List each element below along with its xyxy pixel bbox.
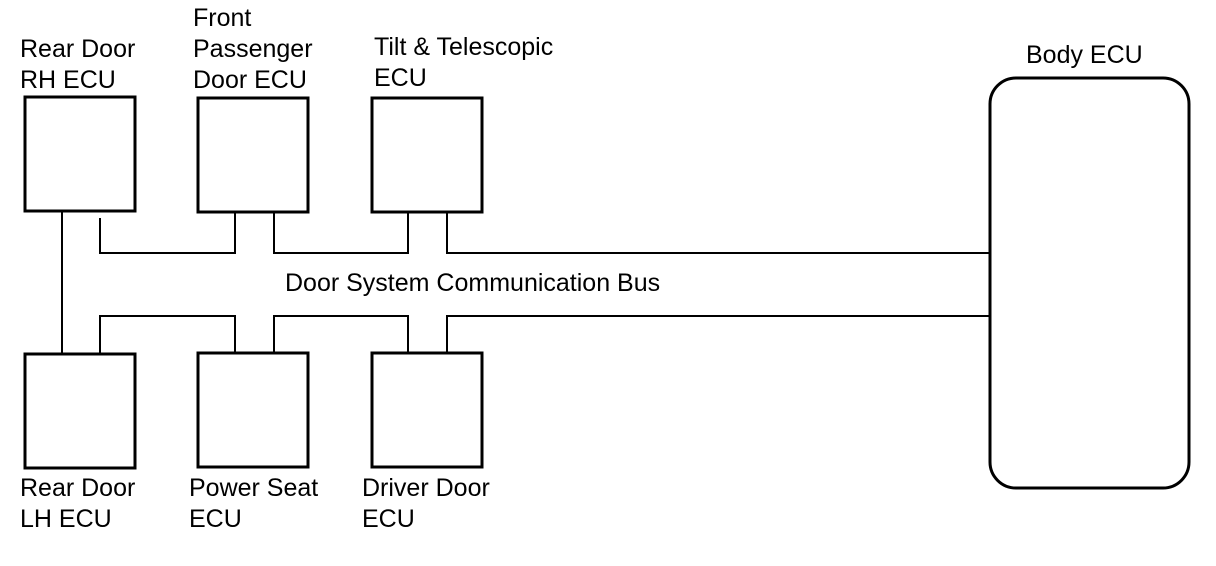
rear-door-lh-ecu-box xyxy=(23,352,137,470)
driver-door-ecu-label-line-2: ECU xyxy=(362,505,415,533)
tilt-telescopic-ecu-label: Tilt & Telescopic ECU xyxy=(374,32,553,94)
bus-upper-line xyxy=(99,212,990,254)
driver-door-ecu-label: Driver Door ECU xyxy=(362,473,490,535)
rear-door-rh-ecu-box xyxy=(23,95,137,213)
driver-door-ecu-label-line-1: Driver Door xyxy=(362,474,490,502)
rear-door-lh-ecu-label-line-1: Rear Door xyxy=(20,474,136,502)
power-seat-ecu-label-line-1: Power Seat xyxy=(189,474,319,502)
front-passenger-door-ecu-box xyxy=(196,96,310,214)
front-passenger-door-ecu-label-line-2: Passenger xyxy=(193,35,313,63)
front-passenger-door-ecu-label-line-1: Front xyxy=(193,4,252,32)
body-ecu-label: Body ECU xyxy=(1026,40,1143,71)
front-passenger-door-ecu-label: Front Passenger Door ECU xyxy=(193,3,313,96)
tilt-telescopic-ecu-label-line-1: Tilt & Telescopic xyxy=(374,33,554,61)
rear-door-rh-ecu-label-line-1: Rear Door xyxy=(20,35,136,63)
power-seat-ecu-box xyxy=(196,351,310,469)
power-seat-ecu-label-line-2: ECU xyxy=(189,505,242,533)
power-seat-ecu-label: Power Seat ECU xyxy=(189,473,318,535)
rear-door-rh-ecu-label: Rear Door RH ECU xyxy=(20,34,135,96)
tilt-telescopic-ecu-label-line-2: ECU xyxy=(374,64,427,92)
tilt-telescopic-ecu-box xyxy=(370,96,484,214)
bus-lower-line xyxy=(99,315,990,355)
rear-door-rh-ecu-label-line-2: RH ECU xyxy=(20,66,116,94)
body-ecu-label-line-1: Body ECU xyxy=(1026,41,1143,69)
rear-door-lh-ecu-label-line-2: LH ECU xyxy=(20,505,112,533)
body-ecu-box xyxy=(988,76,1191,490)
driver-door-ecu-box xyxy=(370,351,484,469)
front-passenger-door-ecu-label-line-3: Door ECU xyxy=(193,66,307,94)
bus-label: Door System Communication Bus xyxy=(285,269,661,297)
rear-door-lh-ecu-label: Rear Door LH ECU xyxy=(20,473,135,535)
